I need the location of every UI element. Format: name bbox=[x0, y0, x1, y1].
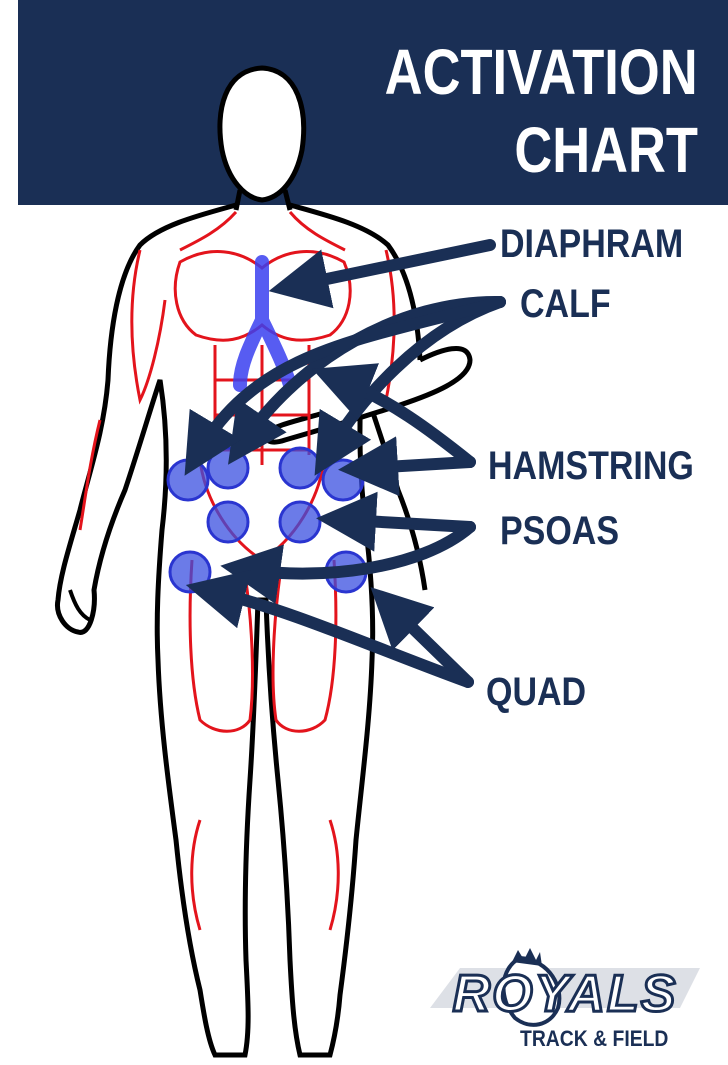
activation-point bbox=[208, 448, 248, 488]
activation-point bbox=[323, 460, 363, 500]
chart-title-line-1: ACTIVATION bbox=[385, 40, 698, 104]
activation-point bbox=[168, 460, 208, 500]
activation-point bbox=[280, 448, 320, 488]
activation-point bbox=[208, 502, 248, 542]
label-calf: CALF bbox=[520, 284, 611, 324]
activation-point bbox=[170, 552, 210, 592]
arrow-psoas-1 bbox=[346, 520, 470, 527]
logo-wordmark: ROYALS bbox=[420, 968, 710, 1020]
label-diaphram: DIAPHRAM bbox=[500, 224, 683, 264]
head-outline bbox=[220, 68, 304, 200]
label-psoas: PSOAS bbox=[500, 511, 619, 551]
logo-subtitle: TRACK & FIELD bbox=[520, 1028, 668, 1050]
label-quad: QUAD bbox=[486, 672, 586, 712]
left-hand-detail bbox=[70, 590, 90, 620]
chart-title-line-2: CHART bbox=[514, 118, 698, 182]
arrow-hamstring-1 bbox=[368, 462, 470, 468]
label-hamstring: HAMSTRING bbox=[488, 446, 694, 486]
activation-point bbox=[280, 502, 320, 542]
